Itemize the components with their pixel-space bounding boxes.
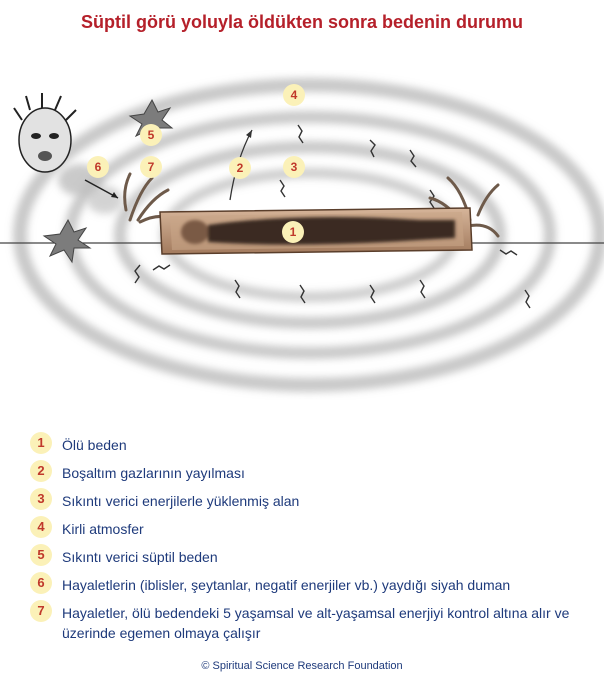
legend-label: Hayaletler, ölü bedendeki 5 yaşamsal ve … [62, 605, 570, 641]
marker-5: 5 [140, 124, 162, 146]
marker-3: 3 [283, 156, 305, 178]
marker-1: 1 [282, 221, 304, 243]
dead-body [181, 216, 455, 245]
legend-item: 4 Kirli atmosfer [30, 516, 590, 544]
legend-badge: 7 [30, 600, 52, 622]
marker-6: 6 [87, 156, 109, 178]
diagram-markers: 1 2 3 4 5 6 7 [87, 84, 305, 243]
legend-item: 1 Ölü beden [30, 432, 590, 460]
ghost-face [13, 93, 77, 173]
legend-label: Ölü beden [62, 437, 127, 453]
svg-text:3: 3 [291, 160, 298, 174]
legend-badge: 5 [30, 544, 52, 566]
legend-item: 6 Hayaletlerin (iblisler, şeytanlar, neg… [30, 572, 590, 600]
legend-label: Hayaletlerin (iblisler, şeytanlar, negat… [62, 577, 511, 593]
legend-label: Kirli atmosfer [62, 521, 144, 537]
legend-badge: 4 [30, 516, 52, 538]
copyright-footer: © Spiritual Science Research Foundation [201, 660, 403, 672]
legend-item: 7 Hayaletler, ölü bedendeki 5 yaşamsal v… [30, 600, 590, 644]
marker-7: 7 [140, 156, 162, 178]
marker-2: 2 [229, 157, 251, 179]
svg-text:5: 5 [148, 128, 155, 142]
svg-text:1: 1 [290, 225, 297, 239]
legend-badge: 2 [30, 460, 52, 482]
legend-label: Boşaltım gazlarının yayılması [62, 465, 245, 481]
marker-4: 4 [283, 84, 305, 106]
legend-badge: 3 [30, 488, 52, 510]
page-title: Süptil görü yoluyla öldükten sonra beden… [80, 12, 524, 32]
legend-label: Sıkıntı verici süptil beden [62, 549, 218, 565]
legend-item: 2 Boşaltım gazlarının yayılması [30, 460, 590, 488]
legend: 1 Ölü beden 2 Boşaltım gazlarının yayılm… [30, 432, 590, 644]
legend-badge: 1 [30, 432, 52, 454]
legend-label: Sıkıntı verici enerjilerle yüklenmiş ala… [62, 493, 300, 509]
diagram-illustration: 1 2 3 4 5 6 7 [0, 78, 604, 392]
svg-text:4: 4 [291, 88, 298, 102]
legend-badge: 6 [30, 572, 52, 594]
svg-text:2: 2 [237, 161, 244, 175]
svg-text:6: 6 [95, 160, 102, 174]
legend-item: 3 Sıkıntı verici enerjilerle yüklenmiş a… [30, 488, 590, 516]
distress-squiggles [134, 124, 531, 309]
svg-text:7: 7 [148, 160, 155, 174]
legend-item: 5 Sıkıntı verici süptil beden [30, 544, 590, 572]
